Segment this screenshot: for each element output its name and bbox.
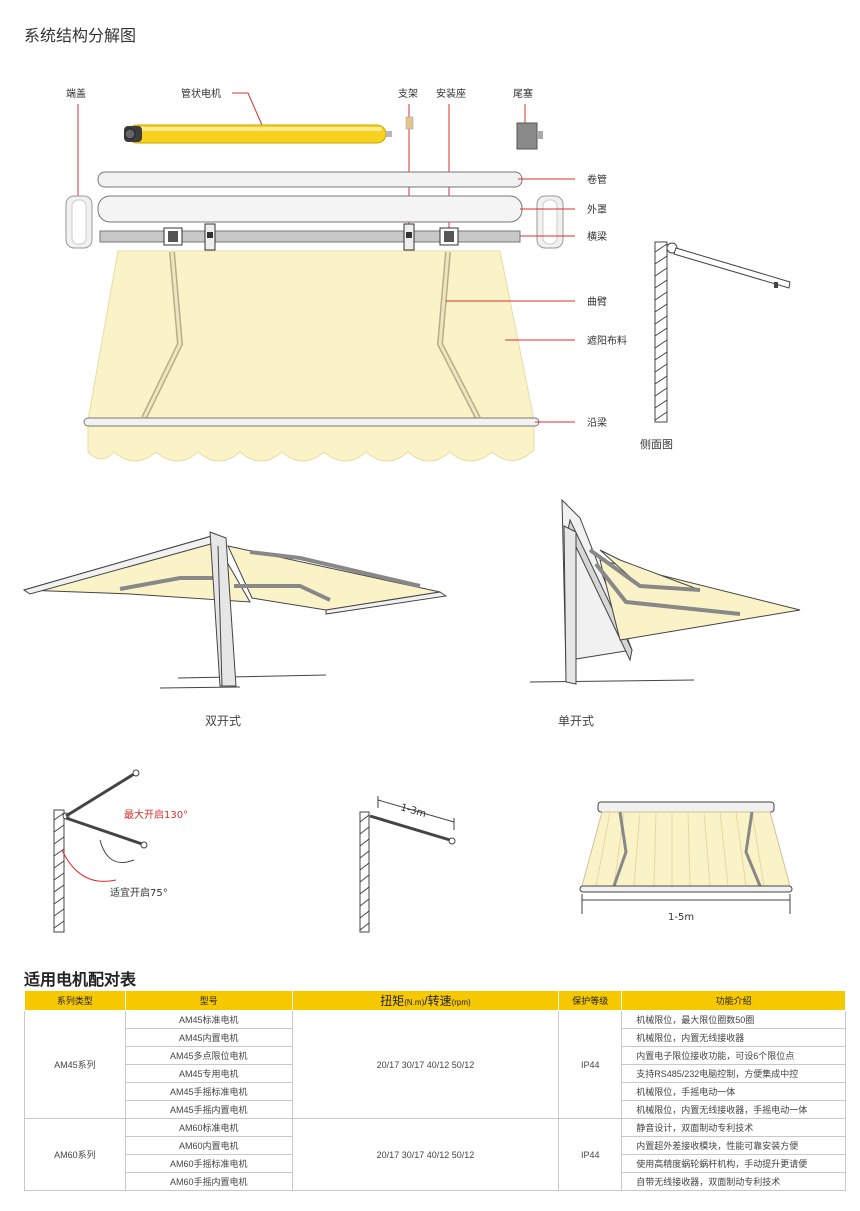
header-series: 系列类型 (24, 990, 126, 1011)
table-row: AM45手摇标准电机 机械限位，手摇电动一体 (25, 1082, 846, 1101)
label-mount-seat: 安装座 (436, 87, 466, 100)
table-title: 适用电机配对表 (24, 972, 137, 989)
header-model: 型号 (124, 990, 293, 1011)
protection-cell: IP44 (558, 1010, 623, 1119)
feature-cell: 机械限位，内置无线接收器，手摇电动一体 (621, 1100, 846, 1119)
feature-cell: 内置电子限位接收功能，可设6个限位点 (621, 1046, 846, 1065)
beam-bracket-2 (204, 223, 216, 251)
model-cell: AM45多点限位电机 (124, 1046, 293, 1065)
beam-bracket-3 (403, 223, 415, 251)
table-row: AM60手摇标准电机 使用高精度蜗轮蜗杆机构，手动提升更请便 (25, 1154, 846, 1173)
protection-cell: IP44 (558, 1118, 623, 1191)
fabric (87, 250, 535, 462)
torque-speed-cell: 20/17 30/17 40/12 50/12 (291, 1118, 560, 1191)
model-cell: AM60标准电机 (124, 1118, 293, 1137)
feature-cell: 自带无线接收器，双面制动专利技术 (621, 1172, 846, 1191)
label-cross-beam: 横梁 (587, 230, 607, 243)
label-end-cap: 端盖 (66, 87, 86, 100)
series-cell: AM45系列 (24, 1010, 126, 1119)
arm-length-label: 1-3m (399, 802, 427, 820)
single-open-awning (529, 498, 801, 685)
model-cell: AM45内置电机 (124, 1028, 293, 1047)
feature-cell: 静音设计，双面制动专利技术 (621, 1118, 846, 1137)
model-cell: AM60手摇内置电机 (124, 1172, 293, 1191)
feature-cell: 内置超外差接收模块，性能可靠安装方便 (621, 1136, 846, 1155)
end-cap-left (65, 195, 93, 249)
suitable-open-label: 适宜开启75° (110, 886, 168, 899)
label-tube-motor: 管状电机 (181, 87, 221, 100)
table-row: AM45手摇内置电机 机械限位，内置无线接收器，手摇电动一体 (25, 1100, 846, 1119)
motor-table: 系列类型 型号 扭矩(N.m)/转速(rpm) 保护等级 功能介绍 AM45系列… (24, 990, 846, 1191)
table-row: AM60手摇内置电机 自带无线接收器，双面制动专利技术 (25, 1172, 846, 1191)
max-open-label: 最大开启130° (124, 808, 188, 821)
table-row: AM60系列 AM60标准电机 20/17 30/17 40/12 50/12 … (24, 1118, 846, 1191)
beam-bracket-4 (439, 227, 459, 246)
caption-single: 单开式 (558, 714, 595, 728)
feature-cell: 机械限位，内置无线接收器 (621, 1028, 846, 1047)
label-fabric: 遮阳布料 (587, 334, 627, 347)
cover (97, 195, 523, 223)
feature-cell: 机械限位，手摇电动一体 (621, 1082, 846, 1101)
header-torque-speed: 扭矩(N.m)/转速(rpm) (291, 990, 560, 1011)
torque-speed-cell: 20/17 30/17 40/12 50/12 (291, 1010, 560, 1119)
model-cell: AM45专用电机 (124, 1064, 293, 1083)
exploded-diagram: 端盖 管状电机 支架 安装座 尾塞 (65, 87, 791, 462)
beam-bracket-1 (163, 227, 183, 246)
feature-cell: 支持RS485/232电脑控制，方便集成中控 (621, 1064, 846, 1083)
model-cell: AM45标准电机 (124, 1010, 293, 1029)
caption-double: 双开式 (205, 714, 242, 728)
label-cover: 外罩 (587, 204, 607, 216)
leader-tube-motor (232, 92, 263, 126)
width-diagram (579, 801, 793, 914)
styles-diagram (22, 498, 801, 689)
label-tail-plug: 尾塞 (513, 87, 533, 100)
header-protection: 保护等级 (558, 990, 623, 1011)
label-curved-arm: 曲臂 (587, 295, 607, 308)
tail-plug (516, 122, 543, 150)
page-title: 系统结构分解图 (24, 28, 137, 45)
end-cap-right (536, 195, 564, 249)
roll-tube (97, 171, 523, 188)
front-bar (83, 417, 540, 427)
table-header-row: 系列类型 型号 扭矩(N.m)/转速(rpm) 保护等级 功能介绍 (24, 990, 846, 1011)
model-cell: AM45手摇内置电机 (124, 1100, 293, 1119)
label-bracket: 支架 (398, 88, 418, 100)
feature-cell: 使用高精度蜗轮蜗杆机构，手动提升更请便 (621, 1154, 846, 1173)
side-view-label: 侧面图 (640, 438, 673, 451)
model-cell: AM45手摇标准电机 (124, 1082, 293, 1101)
angle-diagram (53, 769, 148, 933)
spec-diagram: 最大开启130° 适宜开启75° 1-3m 1-5m (53, 769, 793, 933)
arm-length-diagram (359, 796, 456, 933)
width-label: 1-5m (668, 912, 694, 923)
model-cell: AM60手摇标准电机 (124, 1154, 293, 1173)
tube-motor (124, 116, 414, 144)
series-cell: AM60系列 (24, 1118, 126, 1191)
header-features: 功能介绍 (621, 990, 846, 1011)
table-row: AM45系列 AM45标准电机 20/17 30/17 40/12 50/12 … (24, 1010, 846, 1119)
label-roll-tube: 卷管 (587, 173, 607, 186)
label-front-bar: 沿梁 (587, 416, 607, 429)
side-view (654, 241, 791, 423)
double-open-awning (22, 531, 448, 689)
model-cell: AM60内置电机 (124, 1136, 293, 1155)
feature-cell: 机械限位，最大限位圈数50圈 (621, 1010, 846, 1029)
